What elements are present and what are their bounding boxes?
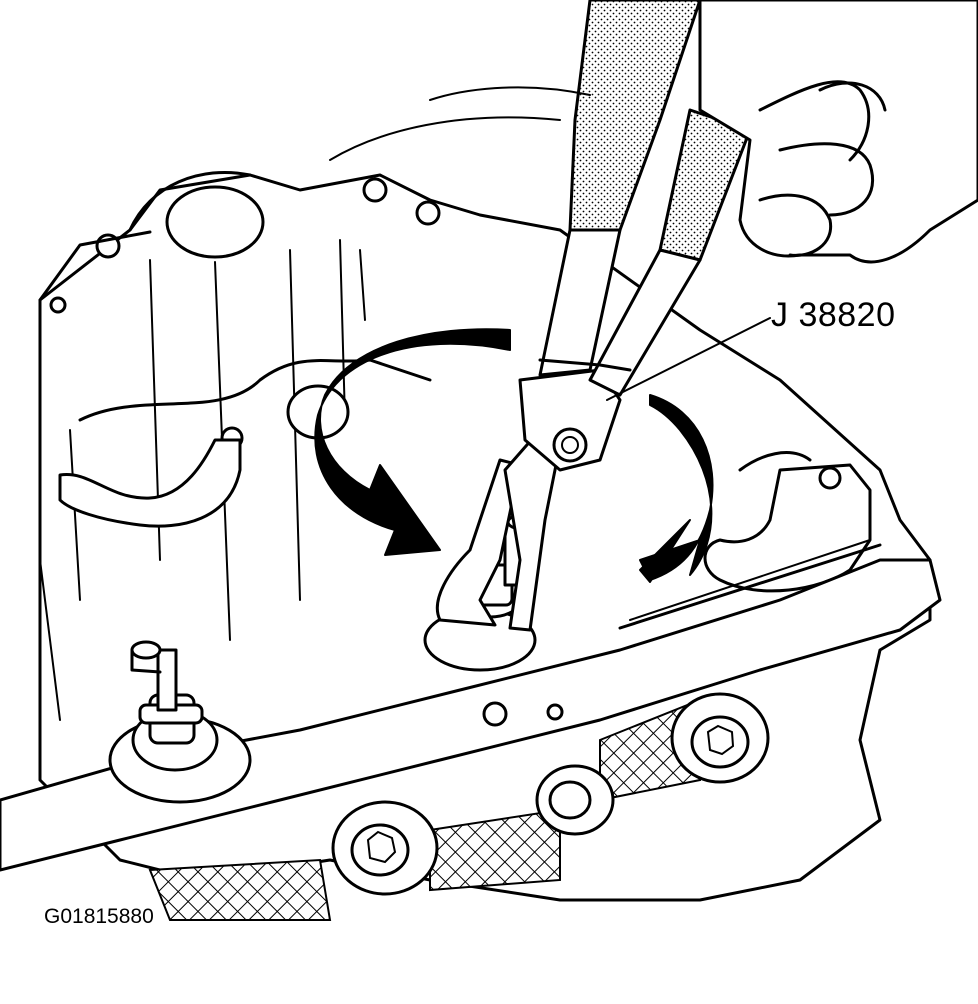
bolt-head-right — [670, 692, 770, 784]
rotation-arrow-left-icon — [314, 328, 511, 556]
gasket-rail — [0, 539, 942, 872]
valve-stem-left — [108, 640, 252, 804]
bearing-cap-left — [58, 438, 242, 528]
technician-hand — [329, 0, 978, 264]
rotation-arrow-right-icon — [639, 394, 714, 581]
rotation-arrows — [314, 328, 714, 583]
spring-compressor-tool — [435, 0, 752, 632]
tool-label-leader — [606, 317, 771, 401]
bolt-head-bottom-left — [331, 800, 439, 896]
pivot-bolt — [552, 427, 588, 463]
bolt-bore-top-left — [165, 185, 265, 259]
figure-id: G01815880 — [44, 905, 154, 928]
tool-label: J 38820 — [771, 296, 896, 334]
bolt-head-bottom-center — [535, 764, 615, 836]
bolt-heads — [331, 692, 770, 896]
